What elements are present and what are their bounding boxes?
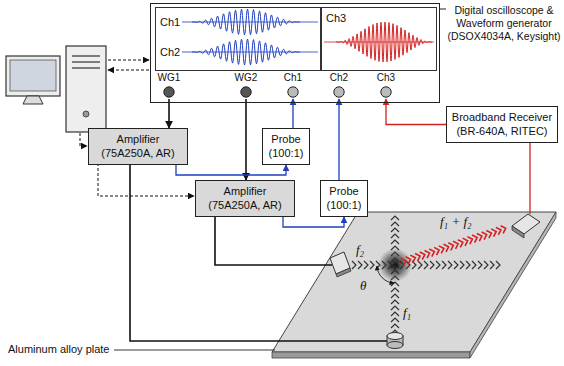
screen-panel: Ch1Ch2 [155, 7, 321, 71]
port-label: Ch1 [278, 72, 308, 84]
device-title: Digital oscilloscope & Waveform generato… [447, 4, 561, 43]
cable [130, 158, 388, 341]
title-leader [440, 9, 446, 10]
computer [23, 96, 43, 104]
port-connector [163, 86, 175, 98]
port-connector [288, 87, 298, 97]
leader-line [114, 350, 275, 351]
transducer [387, 342, 403, 349]
guided-wave [401, 226, 506, 266]
control-link [108, 70, 149, 71]
device-label: Amplifier (75A250A, AR) [93, 133, 183, 159]
port-connector [240, 86, 252, 98]
computer [72, 67, 100, 69]
computer [10, 60, 56, 91]
aluminum-plate [272, 352, 470, 358]
frequency-label: f₁ [403, 306, 411, 321]
channel-label: Ch2 [160, 46, 180, 59]
device-label: Amplifier (75A250A, AR) [200, 185, 290, 211]
cable [529, 138, 530, 214]
port-label: Ch3 [371, 72, 401, 84]
input-port: Ch1 [278, 72, 308, 99]
screen-panel: Ch3 [321, 7, 437, 71]
port-connector [334, 87, 344, 97]
signal-cable [176, 165, 286, 175]
port-label: WG2 [231, 72, 261, 84]
aluminum-plate [272, 212, 556, 358]
input-port: Ch3 [371, 72, 401, 99]
angle-arc [377, 266, 394, 283]
angle-label: θ [360, 279, 366, 294]
channel-label: Ch3 [326, 12, 346, 25]
control-link [80, 133, 87, 146]
signal-cable [245, 99, 247, 180]
output-port: WG1 [154, 72, 184, 99]
guided-wave [352, 261, 500, 269]
transducer [512, 226, 524, 238]
device-label: Broadband Receiver (BR-640A, RITEC) [451, 111, 553, 137]
signal-cable [283, 217, 344, 227]
computer [66, 46, 106, 132]
waveform [192, 9, 300, 35]
title-leader [440, 9, 446, 10]
channel-label: Ch1 [160, 16, 180, 29]
aluminum-plate [470, 212, 556, 358]
amplifier-box: Amplifier (75A250A, AR) [88, 128, 188, 165]
port-connector [381, 87, 391, 97]
port-connector [164, 87, 174, 97]
cable [130, 138, 530, 341]
probe-box: Probe (100:1) [320, 180, 368, 217]
port-connector [333, 86, 345, 98]
probe-box: Probe (100:1) [262, 128, 310, 165]
port-connector [241, 87, 251, 97]
computer [6, 46, 106, 132]
part-label: Aluminum alloy plate [8, 343, 110, 356]
frequency-label: f₂ [356, 243, 364, 258]
transducer [387, 333, 403, 340]
oscilloscope-box: Digital oscilloscope & Waveform generato… [150, 3, 440, 103]
waveform [182, 9, 434, 65]
signal-cable [292, 99, 293, 128]
device-label: Probe (100:1) [267, 133, 305, 159]
port-label: Ch2 [324, 72, 354, 84]
guided-wave [352, 216, 506, 334]
waveform [192, 39, 300, 65]
cable [215, 210, 332, 265]
leader-line [114, 350, 275, 351]
frequency-label: f₁ + f₂ [440, 215, 472, 230]
computer [83, 111, 89, 117]
computer [72, 55, 100, 57]
port-label: WG1 [154, 72, 184, 84]
device-label: Probe (100:1) [325, 185, 363, 211]
output-port: WG2 [231, 72, 261, 99]
receiver-box: Broadband Receiver (BR-640A, RITEC) [446, 106, 558, 143]
amplifier-box: Amplifier (75A250A, AR) [195, 180, 295, 217]
port-connector [287, 86, 299, 98]
signal-cable [338, 99, 339, 180]
transducer [336, 268, 351, 277]
signal-cable [168, 99, 170, 128]
angle-arc [377, 266, 394, 283]
transducer [330, 214, 540, 349]
computer [6, 56, 60, 96]
computer [72, 61, 100, 63]
control-link [108, 60, 149, 61]
port-connector [380, 86, 392, 98]
waveform [336, 22, 432, 62]
input-port: Ch2 [324, 72, 354, 99]
guided-wave [378, 248, 412, 282]
